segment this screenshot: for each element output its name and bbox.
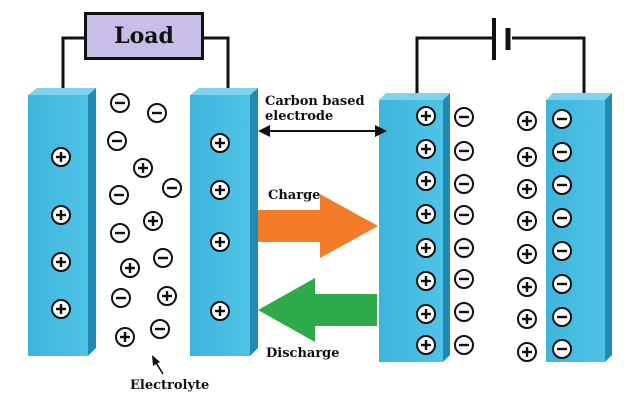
minus-ion-icon [454, 205, 474, 225]
minus-ion-icon [150, 319, 170, 339]
plus-ion-icon [210, 180, 230, 200]
carbon-electrode-label: Carbon based electrode [265, 94, 365, 124]
minus-ion-icon [454, 107, 474, 127]
minus-ion-icon [147, 103, 167, 123]
plus-ion-icon [416, 271, 436, 291]
load-circuit-wires [61, 36, 230, 90]
minus-ion-icon [552, 175, 572, 195]
plus-ion-icon [416, 106, 436, 126]
plus-ion-icon [517, 211, 537, 231]
minus-ion-icon [552, 274, 572, 294]
plus-ion-icon [210, 133, 230, 153]
plus-ion-icon [51, 252, 71, 272]
plus-ion-icon [416, 139, 436, 159]
electrolyte-label: Electrolyte [130, 378, 210, 393]
discharge-label: Discharge [266, 346, 340, 361]
carbon-electrode-pointer-arrow [258, 125, 387, 137]
minus-ion-icon [110, 223, 130, 243]
minus-ion-icon [552, 339, 572, 359]
plus-ion-icon [517, 244, 537, 264]
plus-ion-icon [416, 304, 436, 324]
load-box: Load [84, 12, 204, 60]
plus-ion-icon [517, 111, 537, 131]
minus-ion-icon [110, 93, 130, 113]
battery-circuit-wires [415, 36, 586, 98]
plus-ion-icon [517, 147, 537, 167]
minus-ion-icon [111, 288, 131, 308]
minus-ion-icon [454, 269, 474, 289]
discharge-arrow [258, 278, 377, 342]
plus-ion-icon [517, 277, 537, 297]
minus-ion-icon [107, 131, 127, 151]
minus-ion-icon [454, 174, 474, 194]
plus-ion-icon [517, 342, 537, 362]
charge-label: Charge [268, 188, 321, 203]
plus-ion-icon [120, 258, 140, 278]
electrolyte-pointer-arrow [152, 355, 164, 375]
minus-ion-icon [552, 109, 572, 129]
plus-ion-icon [115, 327, 135, 347]
plus-ion-icon [143, 211, 163, 231]
plus-ion-icon [416, 204, 436, 224]
plus-ion-icon [157, 286, 177, 306]
plus-ion-icon [133, 158, 153, 178]
plus-ion-icon [210, 301, 230, 321]
plus-ion-icon [416, 171, 436, 191]
right-charge-electrode-1 [379, 93, 450, 362]
minus-ion-icon [552, 208, 572, 228]
minus-ion-icon [454, 335, 474, 355]
minus-ion-icon [454, 141, 474, 161]
minus-ion-icon [454, 238, 474, 258]
minus-ion-icon [552, 241, 572, 261]
minus-ion-icon [109, 185, 129, 205]
plus-ion-icon [51, 205, 71, 225]
minus-ion-icon [454, 302, 474, 322]
minus-ion-icon [162, 178, 182, 198]
plus-ion-icon [51, 299, 71, 319]
plus-ion-icon [416, 238, 436, 258]
ion-layer [51, 93, 572, 362]
plus-ion-icon [517, 179, 537, 199]
plus-ion-icon [416, 335, 436, 355]
minus-ion-icon [552, 142, 572, 162]
plus-ion-icon [210, 232, 230, 252]
minus-ion-icon [153, 248, 173, 268]
plus-ion-icon [51, 147, 71, 167]
plus-ion-icon [517, 309, 537, 329]
minus-ion-icon [552, 307, 572, 327]
battery-icon [492, 18, 511, 60]
charge-arrow [258, 194, 378, 258]
